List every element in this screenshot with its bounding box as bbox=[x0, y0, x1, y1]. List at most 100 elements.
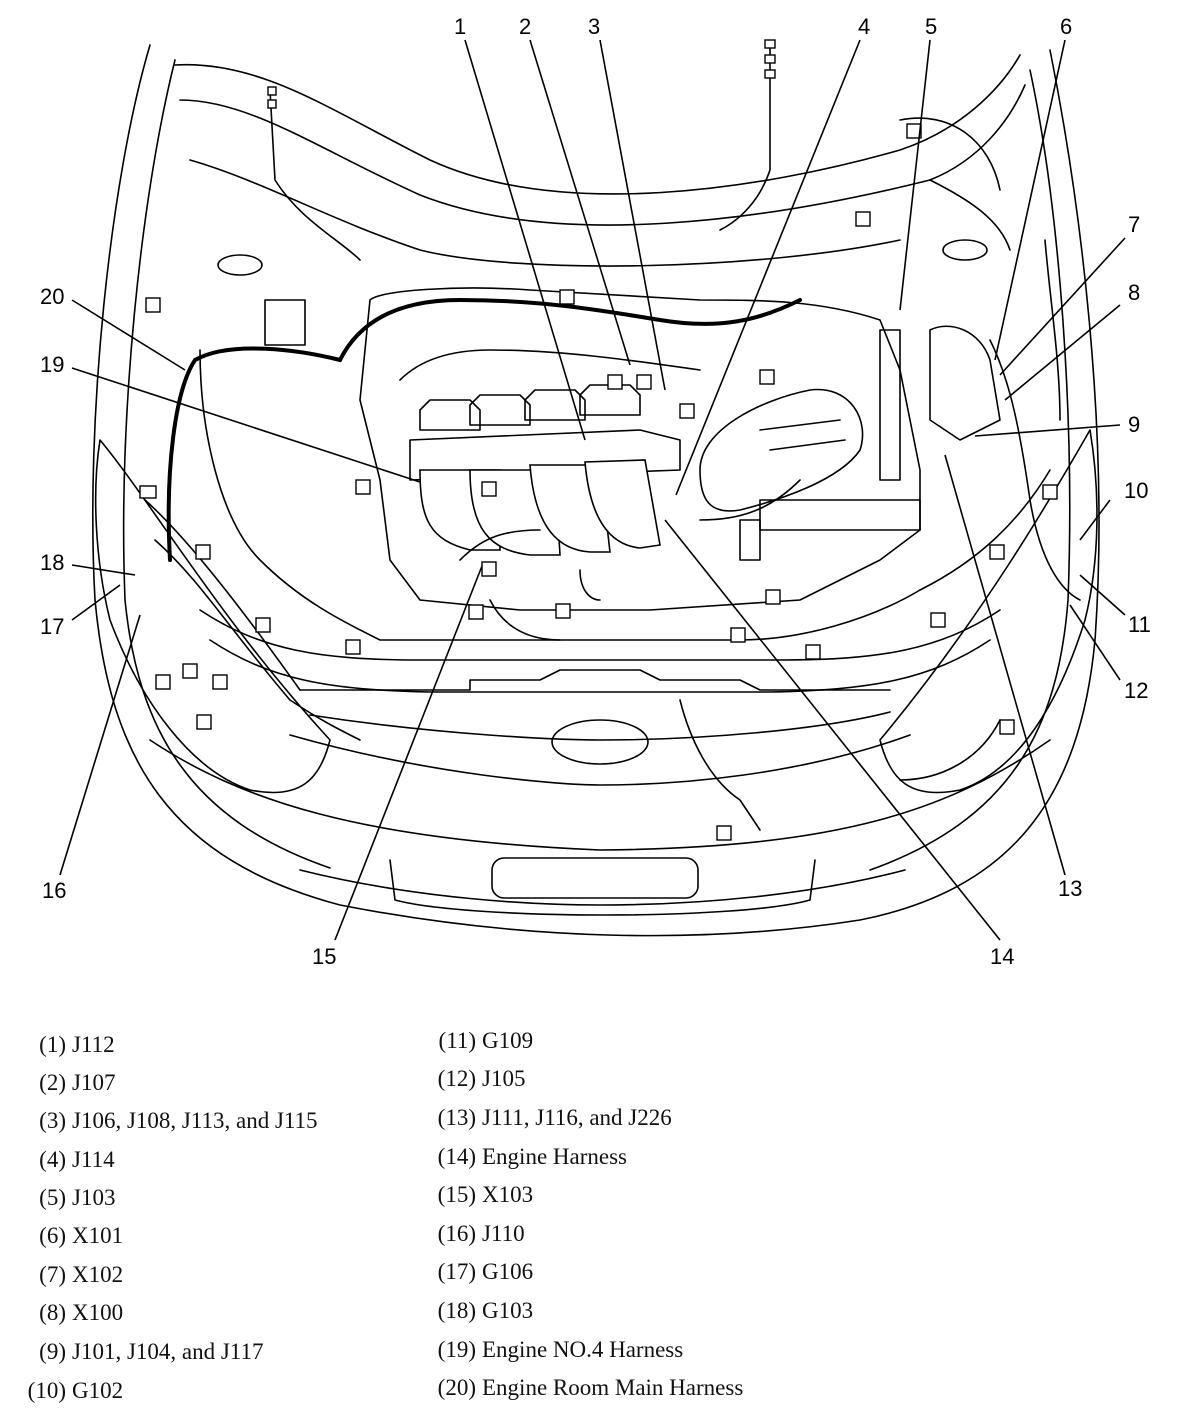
callout-9: 9 bbox=[1128, 412, 1140, 437]
legend-item-5: (5)J103 bbox=[20, 1185, 115, 1211]
leader-13 bbox=[944, 454, 1066, 876]
callout-13: 13 bbox=[1058, 876, 1082, 901]
callout-5: 5 bbox=[925, 14, 937, 39]
callout-4: 4 bbox=[858, 14, 870, 39]
legend-text: J110 bbox=[482, 1221, 525, 1246]
legend-item-2: (2)J107 bbox=[20, 1070, 115, 1096]
leader-4 bbox=[675, 39, 861, 496]
callout-12: 12 bbox=[1124, 678, 1148, 703]
legend-label: (1) bbox=[39, 1032, 66, 1057]
leader-12 bbox=[1069, 604, 1121, 681]
legend-item-20: (20)Engine Room Main Harness bbox=[430, 1375, 744, 1401]
legend-text: J114 bbox=[72, 1147, 115, 1172]
legend-label: (14) bbox=[437, 1144, 476, 1169]
engine-compartment-diagram: 1 2 3 4 5 6 7 8 9 10 11 12 13 14 15 16 1… bbox=[40, 14, 1151, 969]
legend-label: (5) bbox=[39, 1185, 66, 1210]
legend-text: Engine Room Main Harness bbox=[482, 1375, 744, 1400]
callout-18: 18 bbox=[40, 550, 64, 575]
callout-7: 7 bbox=[1128, 212, 1140, 237]
legend-text: J107 bbox=[72, 1070, 116, 1095]
callout-3: 3 bbox=[588, 14, 600, 39]
legend-text: Engine NO.4 Harness bbox=[482, 1337, 684, 1362]
legend-item-17: (17)G106 bbox=[430, 1259, 533, 1285]
legend-label: (18) bbox=[437, 1298, 476, 1323]
callout-leaders bbox=[59, 39, 1126, 941]
legend-text: J101, J104, and J117 bbox=[72, 1339, 264, 1364]
legend-text: X103 bbox=[482, 1182, 534, 1207]
legend-item-6: (6)X101 bbox=[20, 1223, 123, 1249]
legend-text: J111, J116, and J226 bbox=[482, 1105, 672, 1130]
callout-2: 2 bbox=[519, 14, 531, 39]
legend-text: J112 bbox=[72, 1032, 115, 1057]
leader-5 bbox=[899, 39, 931, 311]
leader-9 bbox=[974, 424, 1121, 437]
leader-7 bbox=[999, 237, 1126, 376]
legend-label: (7) bbox=[39, 1262, 66, 1287]
legend-text: X101 bbox=[72, 1223, 124, 1248]
leader-17 bbox=[71, 584, 121, 621]
legend-text: J106, J108, J113, and J115 bbox=[72, 1108, 318, 1133]
legend-item-7: (7)X102 bbox=[20, 1262, 123, 1288]
callout-19: 19 bbox=[40, 352, 64, 377]
legend-text: J103 bbox=[72, 1185, 116, 1210]
legend-text: G103 bbox=[482, 1298, 534, 1323]
legend-item-10: (10)G102 bbox=[20, 1378, 123, 1404]
leader-3 bbox=[599, 39, 666, 391]
leader-1 bbox=[464, 39, 586, 441]
callout-11: 11 bbox=[1128, 612, 1151, 637]
leader-15 bbox=[334, 565, 483, 941]
leader-8 bbox=[1004, 304, 1121, 401]
legend-item-8: (8)X100 bbox=[20, 1300, 123, 1326]
legend-item-4: (4)J114 bbox=[20, 1147, 115, 1173]
legend-item-12: (12)J105 bbox=[430, 1066, 526, 1092]
legend-label: (10) bbox=[27, 1378, 66, 1403]
vehicle-body-outline bbox=[92, 44, 1100, 937]
legend-item-13: (13)J111, J116, and J226 bbox=[430, 1105, 672, 1131]
callout-10: 10 bbox=[1124, 478, 1148, 503]
callout-16: 16 bbox=[42, 878, 66, 903]
legend-item-9: (9)J101, J104, and J117 bbox=[20, 1339, 263, 1365]
legend-text: Engine Harness bbox=[482, 1144, 627, 1169]
legend-label: (2) bbox=[39, 1070, 66, 1095]
connectors bbox=[139, 39, 1058, 841]
legend-label: (15) bbox=[437, 1182, 476, 1207]
engine-block bbox=[217, 239, 1001, 611]
legend-item-18: (18)G103 bbox=[430, 1298, 533, 1324]
legend-item-14: (14)Engine Harness bbox=[430, 1144, 627, 1170]
legend-text: G106 bbox=[482, 1259, 534, 1284]
leader-14 bbox=[664, 519, 1001, 941]
legend-item-3: (3)J106, J108, J113, and J115 bbox=[20, 1108, 318, 1134]
callout-1: 1 bbox=[454, 14, 466, 39]
leader-6 bbox=[994, 39, 1066, 361]
legend-label: (8) bbox=[39, 1300, 66, 1325]
legend-label: (17) bbox=[437, 1259, 476, 1284]
leader-10 bbox=[1079, 499, 1111, 541]
leader-18 bbox=[71, 564, 136, 576]
legend-label: (16) bbox=[437, 1221, 476, 1246]
leader-11 bbox=[1079, 574, 1126, 616]
leader-2 bbox=[529, 39, 631, 366]
leader-16 bbox=[59, 614, 141, 876]
legend-label: (6) bbox=[39, 1223, 66, 1248]
callout-20: 20 bbox=[40, 284, 64, 309]
legend-text: G109 bbox=[482, 1028, 534, 1053]
legend-label: (3) bbox=[39, 1108, 66, 1133]
legend-label: (20) bbox=[437, 1375, 476, 1400]
legend-item-16: (16)J110 bbox=[430, 1221, 525, 1247]
legend-text: X102 bbox=[72, 1262, 124, 1287]
callout-numbers: 1 2 3 4 5 6 7 8 9 10 11 12 13 14 15 16 1… bbox=[40, 14, 1151, 969]
legend-text: X100 bbox=[72, 1300, 124, 1325]
legend-label: (9) bbox=[39, 1339, 66, 1364]
callout-15: 15 bbox=[312, 944, 336, 969]
wire-harnesses bbox=[144, 44, 1081, 831]
legend-text: J105 bbox=[482, 1066, 526, 1091]
legend-label: (13) bbox=[437, 1105, 476, 1130]
legend-label: (11) bbox=[438, 1028, 476, 1053]
callout-14: 14 bbox=[990, 944, 1014, 969]
legend-item-19: (19)Engine NO.4 Harness bbox=[430, 1337, 684, 1363]
legend-label: (12) bbox=[437, 1066, 476, 1091]
legend-item-11: (11)G109 bbox=[430, 1028, 534, 1054]
callout-8: 8 bbox=[1128, 280, 1140, 305]
legend-label: (19) bbox=[437, 1337, 476, 1362]
legend-text: G102 bbox=[72, 1378, 124, 1403]
